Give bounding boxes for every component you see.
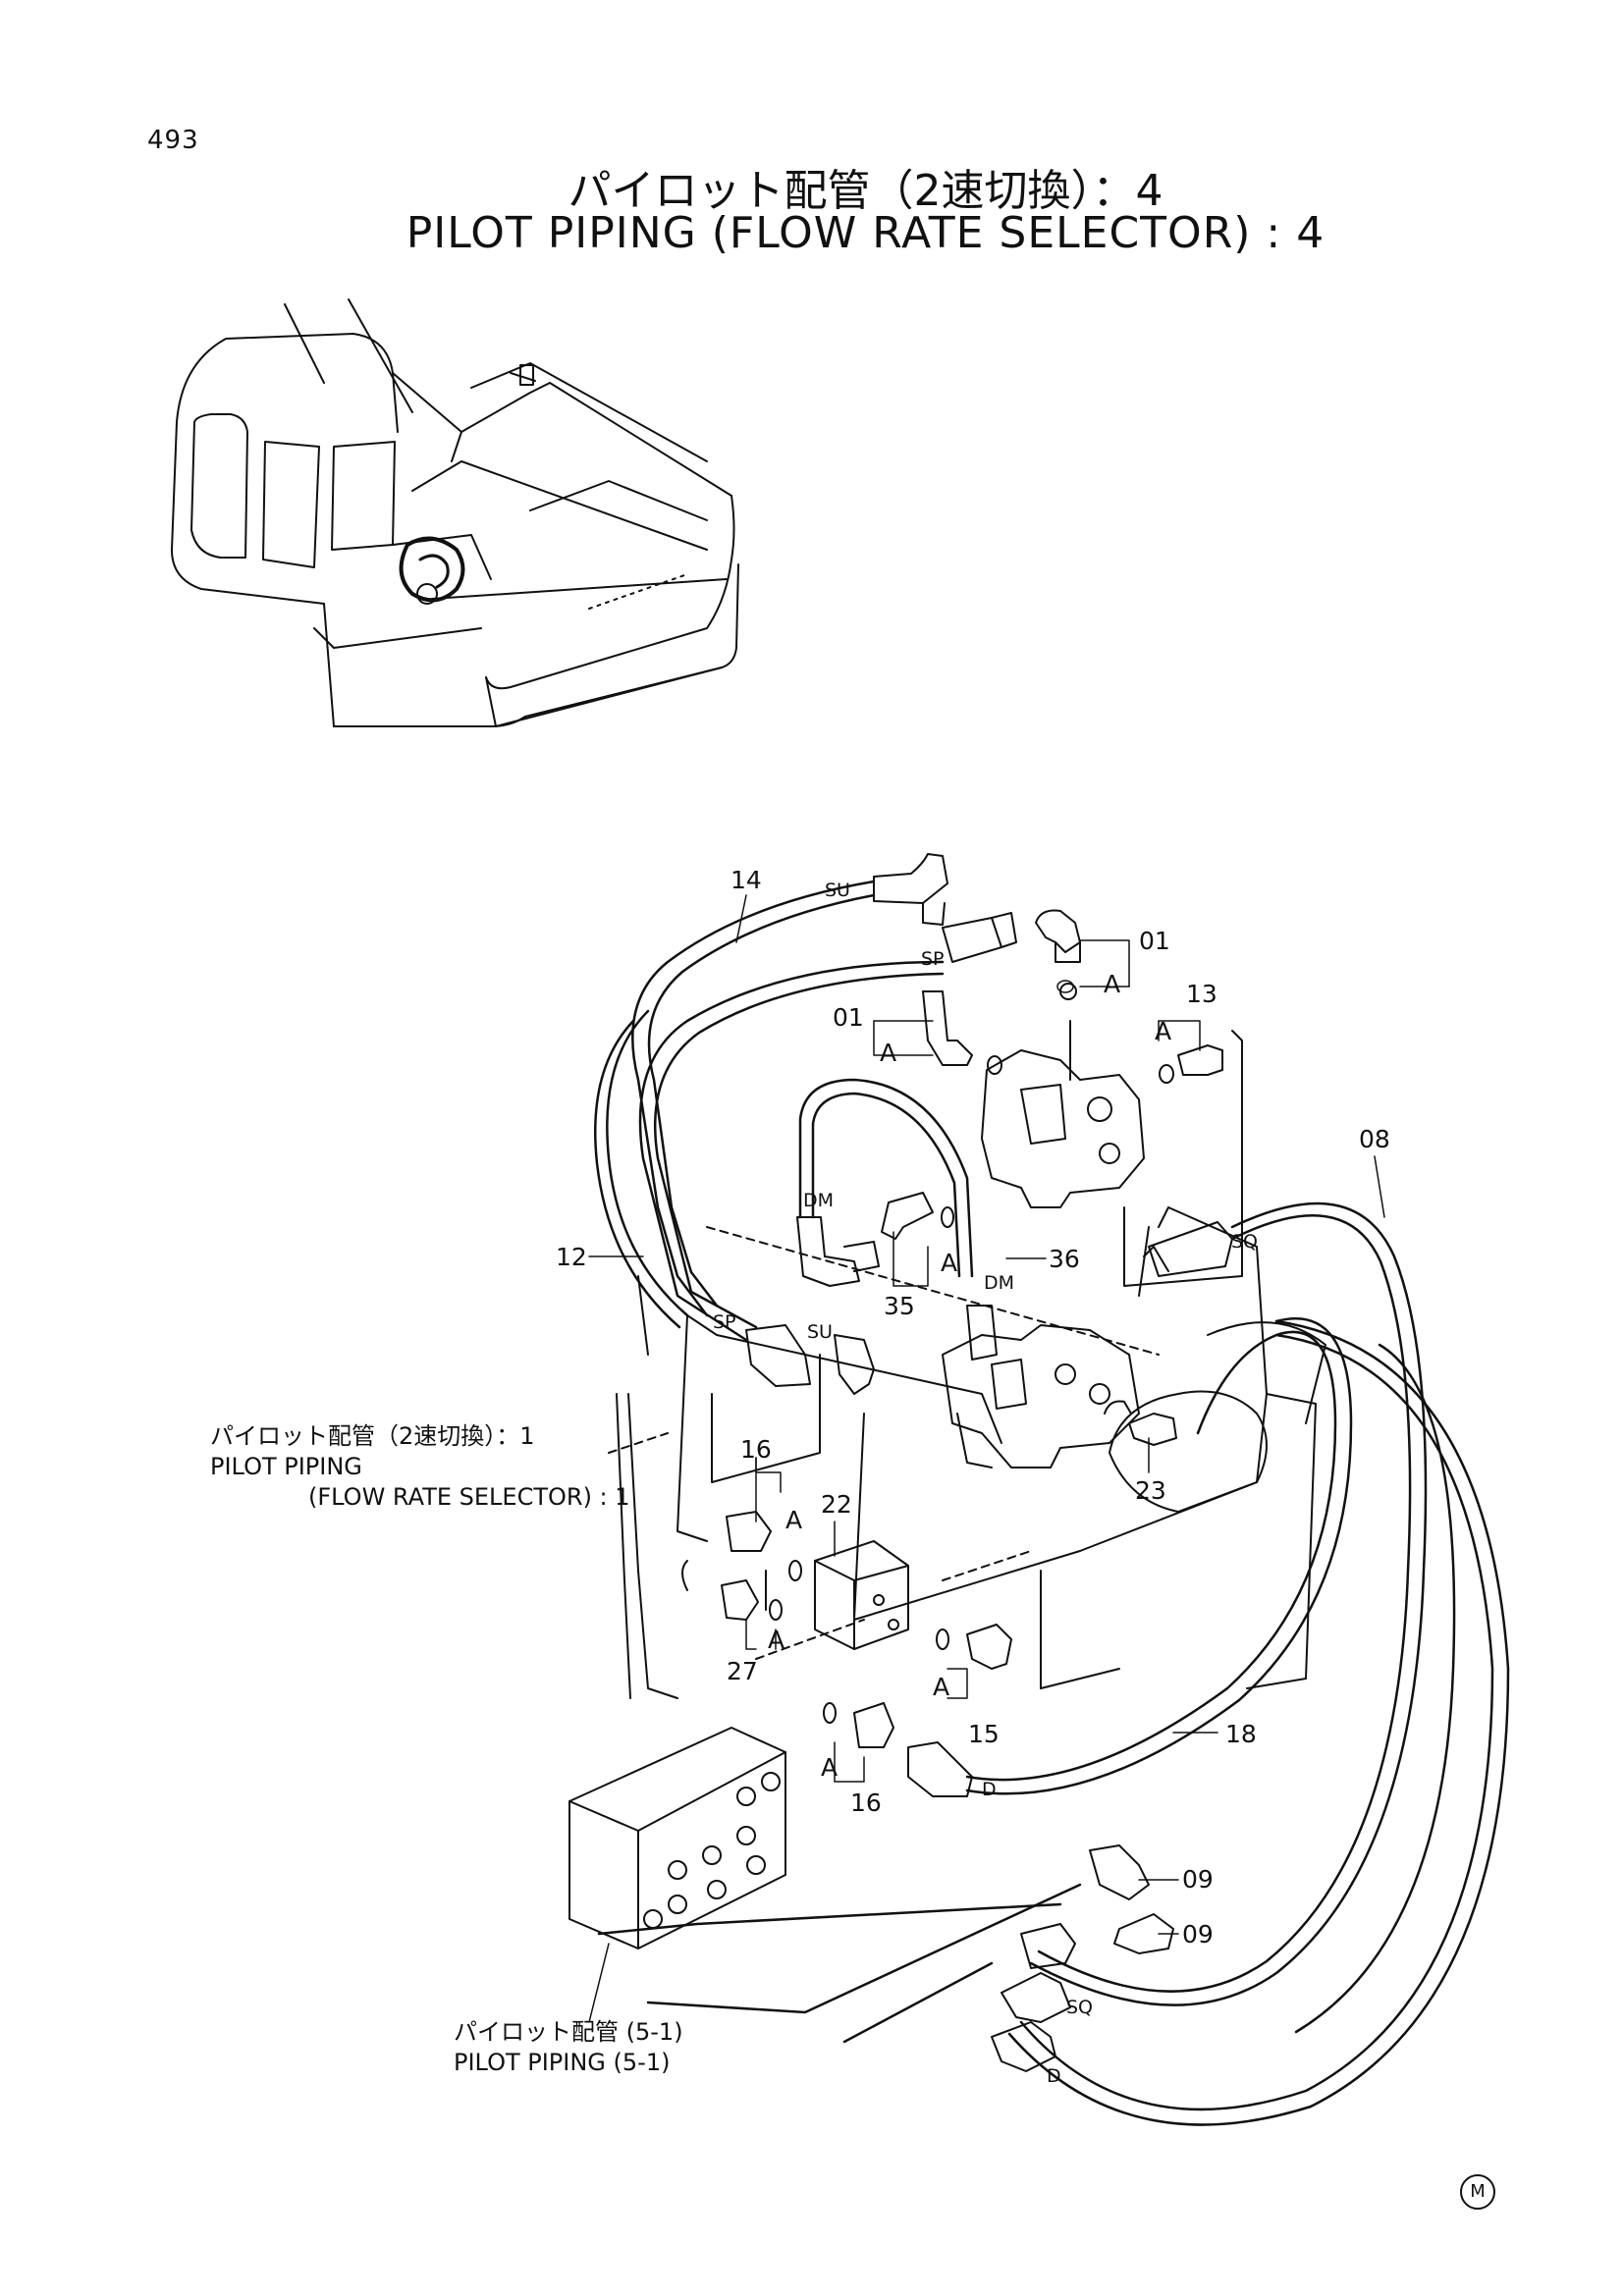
port-dm-upper: DM xyxy=(803,1190,835,1211)
callout-22[interactable]: 22 xyxy=(821,1490,852,1519)
callout-01-right[interactable]: 01 xyxy=(1139,927,1170,955)
title-english: PILOT PIPING (FLOW RATE SELECTOR) : 4 xyxy=(406,208,1325,258)
port-a-13: A xyxy=(1155,1017,1172,1045)
port-su-upper: SU xyxy=(825,880,850,901)
m-mark: M xyxy=(1460,2174,1495,2210)
callout-15[interactable]: 15 xyxy=(968,1720,1000,1748)
ref1-en1: PILOT PIPING xyxy=(210,1453,362,1480)
callout-27[interactable]: 27 xyxy=(727,1657,758,1685)
callout-18[interactable]: 18 xyxy=(1225,1720,1257,1748)
ref1-en2: (FLOW RATE SELECTOR) : 1 xyxy=(308,1483,630,1511)
port-a-15: A xyxy=(933,1673,950,1701)
port-su-lower: SU xyxy=(807,1321,833,1343)
title-japanese: パイロット配管（2速切換）：4 xyxy=(568,166,1163,216)
callout-16-lower[interactable]: 16 xyxy=(850,1789,882,1817)
leader-lines xyxy=(588,894,1385,2023)
port-dm-lower: DM xyxy=(984,1272,1015,1294)
port-sq-lower: SQ xyxy=(1066,1997,1094,2018)
hoses xyxy=(594,880,1510,2126)
callout-23[interactable]: 23 xyxy=(1135,1476,1166,1505)
port-a-16-lower: A xyxy=(821,1753,839,1782)
port-a-16-upper: A xyxy=(785,1506,803,1534)
callout-13[interactable]: 13 xyxy=(1186,980,1217,1008)
port-ticks xyxy=(1056,980,1110,993)
reference-flow-rate-selector-1[interactable]: パイロット配管（2速切換）：1 PILOT PIPING (FLOW RATE … xyxy=(210,1421,630,1513)
callout-08[interactable]: 08 xyxy=(1359,1125,1390,1153)
fittings xyxy=(568,853,1233,2072)
port-d-lower: D xyxy=(1047,2065,1061,2087)
callout-09-upper[interactable]: 09 xyxy=(1182,1865,1214,1894)
port-a-27: A xyxy=(768,1626,785,1654)
callout-14[interactable]: 14 xyxy=(730,866,762,894)
ref2-en: PILOT PIPING (5-1) xyxy=(454,2049,671,2076)
ref2-jp: パイロット配管 (5-1) xyxy=(454,2018,683,2046)
excavator-overview xyxy=(171,298,739,727)
port-a-35: A xyxy=(941,1249,958,1277)
reference-pilot-piping-5-1[interactable]: パイロット配管 (5-1) PILOT PIPING (5-1) xyxy=(454,2017,683,2078)
callout-09-lower[interactable]: 09 xyxy=(1182,1920,1214,1949)
callout-16-upper[interactable]: 16 xyxy=(740,1435,772,1464)
valve-assembly xyxy=(608,983,1326,1699)
port-sq-upper: SQ xyxy=(1231,1231,1259,1253)
port-sp-lower: SP xyxy=(713,1311,736,1333)
callout-12[interactable]: 12 xyxy=(556,1243,587,1271)
callout-36[interactable]: 36 xyxy=(1049,1245,1080,1273)
port-a-01-left: A xyxy=(880,1039,897,1067)
callout-01-left[interactable]: 01 xyxy=(833,1003,864,1032)
port-a-01-right: A xyxy=(1104,970,1121,998)
callout-35[interactable]: 35 xyxy=(884,1292,915,1320)
port-d-center: D xyxy=(982,1779,997,1800)
page-number: 493 xyxy=(147,126,199,155)
ref1-jp: パイロット配管（2速切換）：1 xyxy=(210,1422,535,1450)
port-sp-upper: SP xyxy=(921,948,945,970)
